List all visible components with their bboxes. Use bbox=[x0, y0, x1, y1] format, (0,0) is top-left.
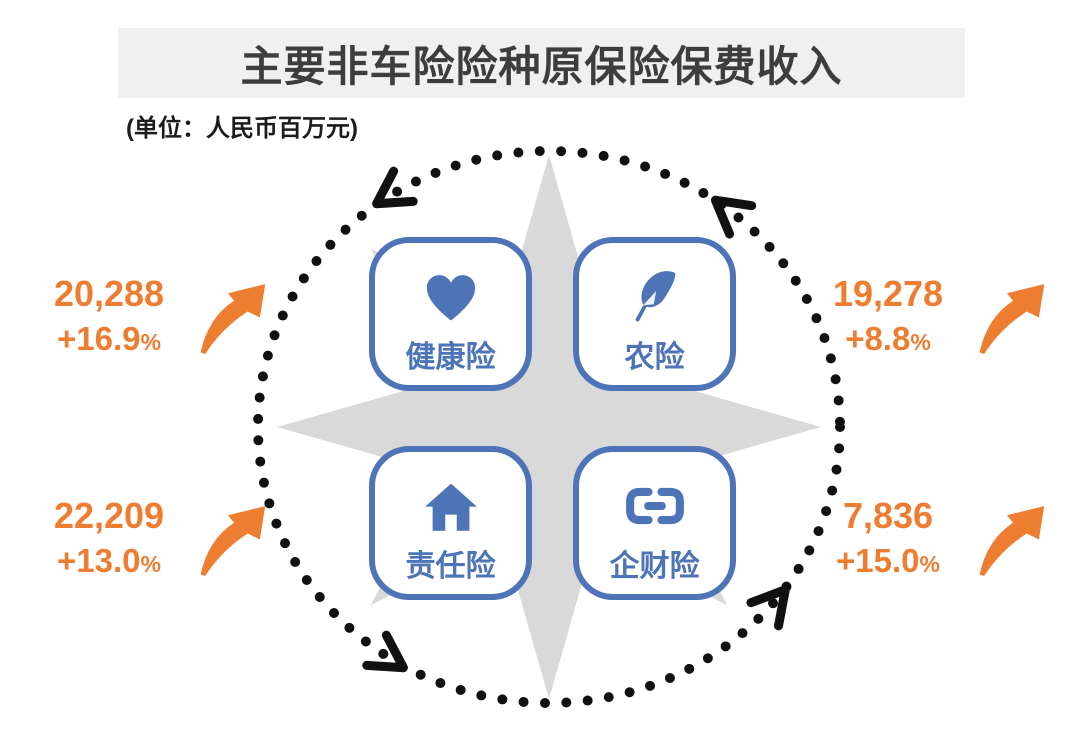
unit-note: (单位：人民币百万元) bbox=[126, 115, 358, 142]
growth-number: +16.9 bbox=[57, 320, 141, 357]
ccw-arrowhead-sw-icon bbox=[362, 630, 408, 673]
card-label: 健康险 bbox=[405, 341, 496, 374]
ccw-arrowhead-ne-icon bbox=[710, 195, 757, 239]
card-label: 企财险 bbox=[609, 550, 700, 583]
heart-icon bbox=[426, 275, 475, 321]
feather-icon bbox=[635, 271, 675, 322]
growth-rate: +15.0% bbox=[812, 541, 964, 584]
home-icon bbox=[424, 483, 477, 531]
metric-text: 19,278 +8.8% bbox=[812, 272, 964, 362]
metric-text: 22,209 +13.0% bbox=[33, 494, 185, 584]
card-icon-wrap bbox=[422, 251, 480, 343]
percent-sign: % bbox=[140, 329, 161, 355]
card-label: 农险 bbox=[624, 341, 685, 374]
title-bar: 主要非车险险种原保险保费收入 bbox=[118, 28, 965, 98]
card-icon-wrap bbox=[617, 460, 693, 552]
card-liability-insurance: 责任险 bbox=[369, 446, 532, 600]
growth-swoosh-arrow-icon bbox=[979, 284, 1045, 354]
growth-swoosh-arrow-icon bbox=[979, 506, 1045, 576]
card-agriculture-insurance: 农险 bbox=[573, 237, 736, 391]
premium-value: 19,278 bbox=[832, 273, 944, 314]
growth-swoosh-arrow-icon bbox=[200, 506, 266, 576]
page-title: 主要非车险险种原保险保费收入 bbox=[240, 42, 843, 90]
growth-rate: +8.8% bbox=[812, 319, 964, 362]
growth-swoosh-arrow-icon bbox=[200, 284, 266, 354]
growth-rate: +16.9% bbox=[33, 319, 185, 362]
premium-value: 22,209 bbox=[53, 495, 165, 536]
metric-text: 7,836 +15.0% bbox=[812, 494, 964, 584]
card-icon-wrap bbox=[625, 251, 685, 343]
compass-star-shape bbox=[277, 155, 821, 699]
metric-liability-insurance: 22,209 +13.0% bbox=[33, 494, 269, 584]
premium-value: 7,836 bbox=[842, 495, 934, 536]
growth-number: +15.0 bbox=[836, 542, 920, 579]
percent-sign: % bbox=[140, 551, 161, 577]
metric-agriculture-insurance: 19,278 +8.8% bbox=[812, 272, 1048, 362]
ccw-arrowhead-se-icon bbox=[746, 585, 790, 631]
metric-health-insurance: 20,288 +16.9% bbox=[33, 272, 269, 362]
growth-number: +8.8 bbox=[845, 320, 911, 357]
metric-commercial-property-insurance: 7,836 +15.0% bbox=[812, 494, 1048, 584]
dotted-ring bbox=[253, 146, 845, 708]
percent-sign: % bbox=[910, 329, 931, 355]
card-icon-wrap bbox=[422, 460, 480, 552]
chain-link-icon bbox=[625, 487, 684, 525]
percent-sign: % bbox=[919, 551, 940, 577]
card-label: 责任险 bbox=[405, 550, 496, 583]
ccw-arrowhead-nw-icon bbox=[372, 166, 418, 209]
growth-rate: +13.0% bbox=[33, 541, 185, 584]
premium-value: 20,288 bbox=[53, 273, 165, 314]
metric-text: 20,288 +16.9% bbox=[33, 272, 185, 362]
card-health-insurance: 健康险 bbox=[369, 237, 532, 391]
growth-number: +13.0 bbox=[57, 542, 141, 579]
card-commercial-property-insurance: 企财险 bbox=[573, 446, 736, 600]
